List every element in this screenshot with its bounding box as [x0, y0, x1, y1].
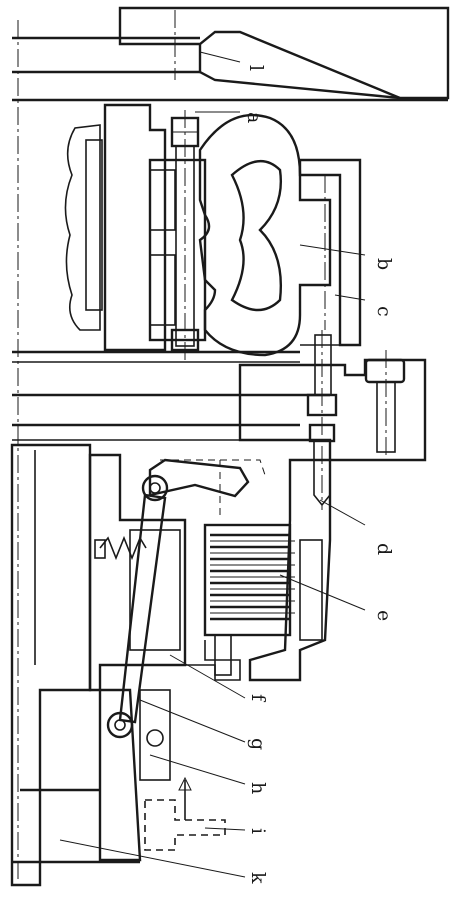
label-a: a — [243, 112, 265, 123]
flange-carrier — [103, 103, 176, 352]
friction-discs-e — [203, 523, 295, 637]
coupling-core — [148, 158, 207, 342]
coupling-element-b — [198, 113, 332, 357]
label-b: b — [373, 258, 395, 270]
outer-flange-c — [238, 158, 427, 462]
pressure-hub — [88, 453, 241, 692]
label-l: l — [245, 65, 267, 71]
part-labels: l a b c d e f g h i k — [243, 65, 395, 884]
label-i: i — [247, 828, 269, 834]
lower-base-k — [10, 443, 142, 887]
bolt-a — [170, 110, 200, 360]
actuator-h-i — [139, 689, 226, 851]
label-d: d — [373, 543, 395, 555]
shaft — [12, 350, 330, 441]
label-g: g — [247, 738, 269, 750]
label-f: f — [247, 694, 269, 703]
stud-bolt — [306, 330, 338, 510]
break-contour — [64, 124, 101, 331]
top-housing — [12, 6, 450, 102]
label-e: e — [373, 610, 395, 621]
label-c: c — [373, 306, 395, 317]
leader-lines — [59, 51, 366, 878]
side-screw — [364, 350, 406, 460]
label-k: k — [247, 872, 269, 884]
label-h: h — [247, 782, 269, 794]
